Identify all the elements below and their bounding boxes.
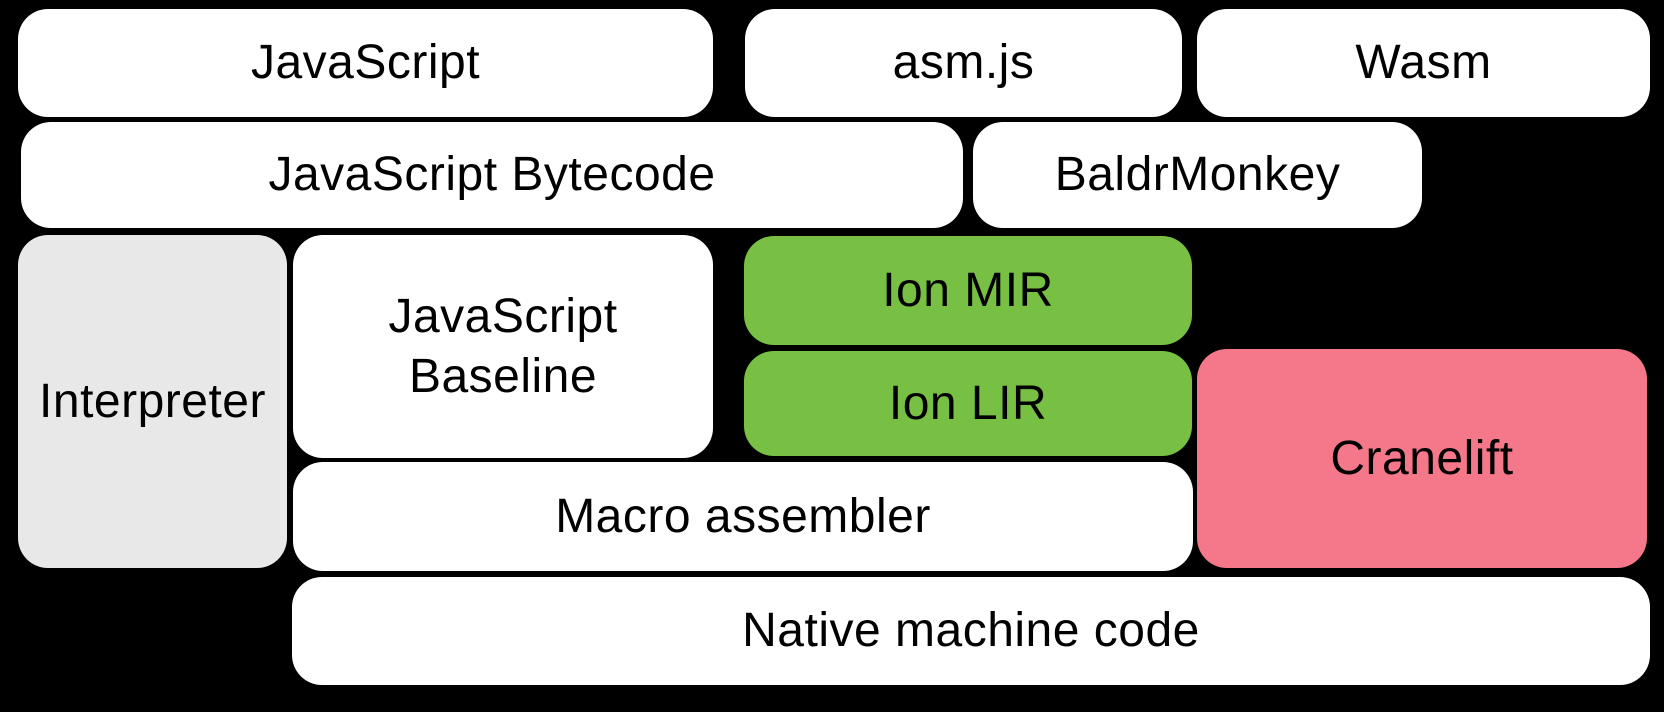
node-label-asmjs: asm.js (892, 36, 1035, 89)
node-ion-mir: Ion MIR (744, 236, 1192, 345)
node-label-javascript-bytecode: JavaScript Bytecode (268, 148, 716, 201)
node-wasm: Wasm (1197, 9, 1650, 117)
node-label-ion-mir: Ion MIR (882, 263, 1054, 317)
node-label-interpreter: Interpreter (39, 374, 266, 428)
node-label-native-machine-code: Native machine code (742, 604, 1200, 657)
node-ion-lir: Ion LIR (744, 351, 1192, 456)
node-javascript-bytecode: JavaScript Bytecode (21, 122, 963, 228)
node-label-baldrmonkey: BaldrMonkey (1054, 148, 1341, 201)
node-label-wasm: Wasm (1355, 36, 1492, 89)
node-native-machine-code: Native machine code (292, 577, 1650, 685)
node-javascript: JavaScript (18, 9, 713, 117)
node-label-javascript: JavaScript (250, 36, 481, 89)
node-label-macro-assembler: Macro assembler (555, 489, 931, 543)
node-label-javascript-baseline: JavaScript Baseline (388, 289, 618, 403)
node-baldrmonkey: BaldrMonkey (973, 122, 1422, 228)
node-asmjs: asm.js (745, 9, 1182, 117)
node-label-ion-lir: Ion LIR (888, 376, 1048, 430)
node-interpreter: Interpreter (18, 235, 287, 568)
node-macro-assembler: Macro assembler (293, 462, 1193, 571)
node-label-cranelift: Cranelift (1330, 431, 1514, 485)
node-cranelift: Cranelift (1197, 349, 1647, 568)
node-javascript-baseline: JavaScript Baseline (293, 235, 713, 458)
